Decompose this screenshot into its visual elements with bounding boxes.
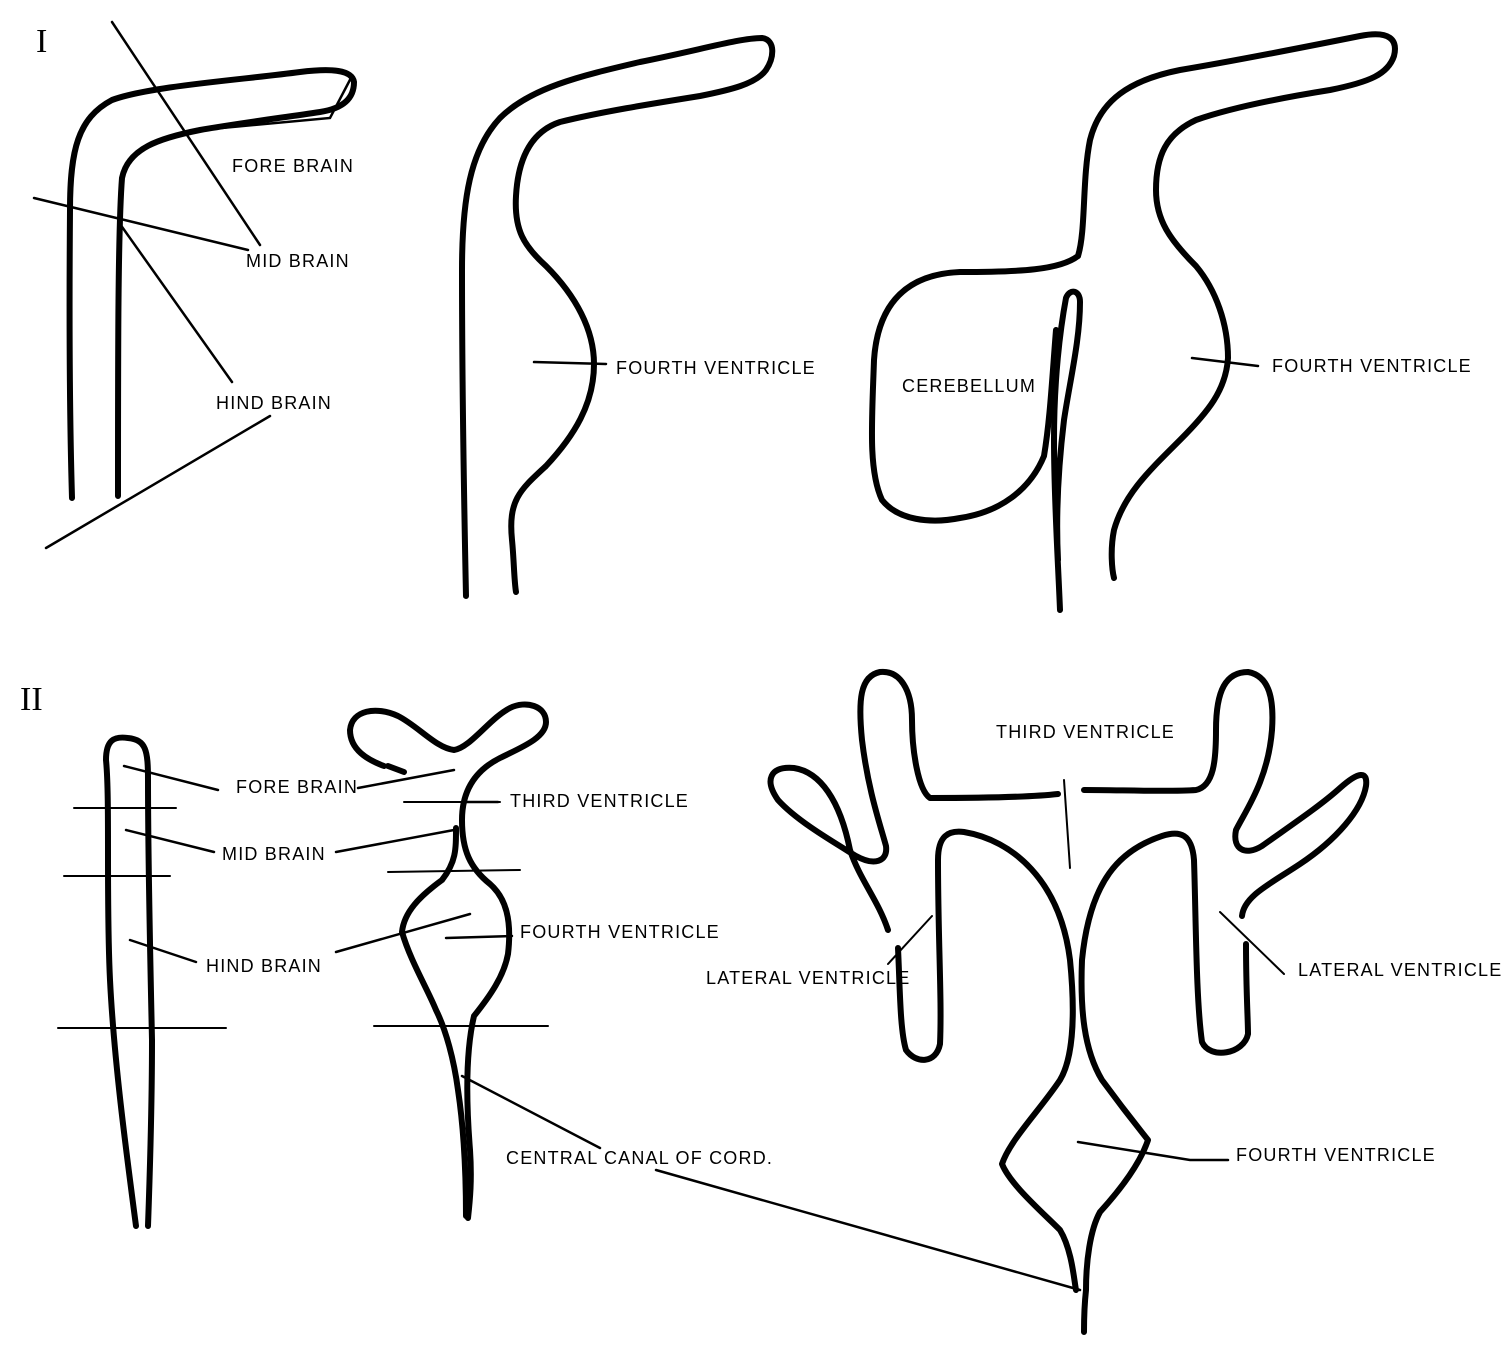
fore-brain-pointer <box>356 768 456 790</box>
label-fourth-ventricle-2b: FOURTH VENTRICLE <box>1236 1145 1436 1165</box>
fourth-ventricle-leader <box>532 360 608 366</box>
central-canal-leader-a <box>460 1074 602 1150</box>
tube-outer-wall <box>1051 288 1083 613</box>
tube-front-wall <box>1075 31 1398 581</box>
fore-brain-bracket-line <box>198 74 354 132</box>
label-hind-brain-2: HIND BRAIN <box>206 956 322 976</box>
mid-brain-leader <box>32 196 250 252</box>
mid-brain-pointer <box>334 828 456 854</box>
label-fourth-ventricle-2a: FOURTH VENTRICLE <box>520 922 720 942</box>
label-third-ventricle-2b: THIRD VENTRICLE <box>996 722 1175 742</box>
label-central-canal: CENTRAL CANAL OF CORD. <box>506 1148 773 1168</box>
tube-outer-wall <box>103 734 155 1229</box>
left-hemisphere-outline <box>767 668 1079 1293</box>
hind-brain-leader <box>128 938 198 964</box>
label-third-ventricle-2a: THIRD VENTRICLE <box>510 791 689 811</box>
figure-1-1-neural-tube <box>32 20 357 550</box>
level-line-2 <box>387 869 521 873</box>
label-mid-brain-2: MID BRAIN <box>222 844 326 864</box>
label-fourth-ventricle-1a: FOURTH VENTRICLE <box>616 358 816 378</box>
figure-2-1-neural-tube <box>57 734 227 1229</box>
hind-brain-leader <box>118 222 234 384</box>
third-ventricle-leader <box>1063 779 1071 869</box>
cerebellum-outline <box>868 253 1081 524</box>
section-numeral-one: I <box>36 23 47 60</box>
fore-brain-pointer-line <box>110 20 262 247</box>
hind-brain-lower-leader <box>44 414 272 550</box>
left-lateral-ventricle-leader <box>887 915 933 965</box>
tube-right-wall <box>385 763 469 1219</box>
tube-outer-wall <box>459 35 776 599</box>
right-lateral-ventricle-leader <box>1219 911 1285 975</box>
figure-2-3-brain-ventricles <box>767 668 1370 1335</box>
tube-left-wall <box>347 701 549 1221</box>
fourth-ventricle-leader <box>444 934 514 940</box>
figure-2-2-neural-tube <box>334 701 602 1221</box>
mid-brain-leader <box>124 828 216 854</box>
fourth-ventricle-leader <box>1190 356 1260 368</box>
tube-outer-wall <box>66 67 357 501</box>
section-numeral-two: II <box>20 681 43 718</box>
central-canal-leader-b <box>654 1168 1082 1292</box>
right-hemisphere-outline <box>1078 669 1370 1335</box>
hind-brain-pointer <box>334 912 472 954</box>
label-cerebellum: CEREBELLUM <box>902 376 1036 396</box>
label-lateral-ventricle-right: LATERAL VENTRICLE <box>1298 960 1502 980</box>
fourth-ventricle-leader <box>1076 1140 1230 1162</box>
label-fourth-ventricle-1b: FOURTH VENTRICLE <box>1272 356 1472 376</box>
label-hind-brain-1: HIND BRAIN <box>216 393 332 413</box>
figure-1-2-neural-tube <box>459 35 776 599</box>
label-mid-brain-1: MID BRAIN <box>246 251 350 271</box>
label-fore-brain-1: FORE BRAIN <box>232 156 354 176</box>
fore-brain-leader <box>122 764 220 792</box>
figure-1-3-neural-tube <box>868 31 1398 613</box>
label-fore-brain-2: FORE BRAIN <box>236 777 358 797</box>
label-lateral-ventricle-left: LATERAL VENTRICLE <box>706 968 910 988</box>
